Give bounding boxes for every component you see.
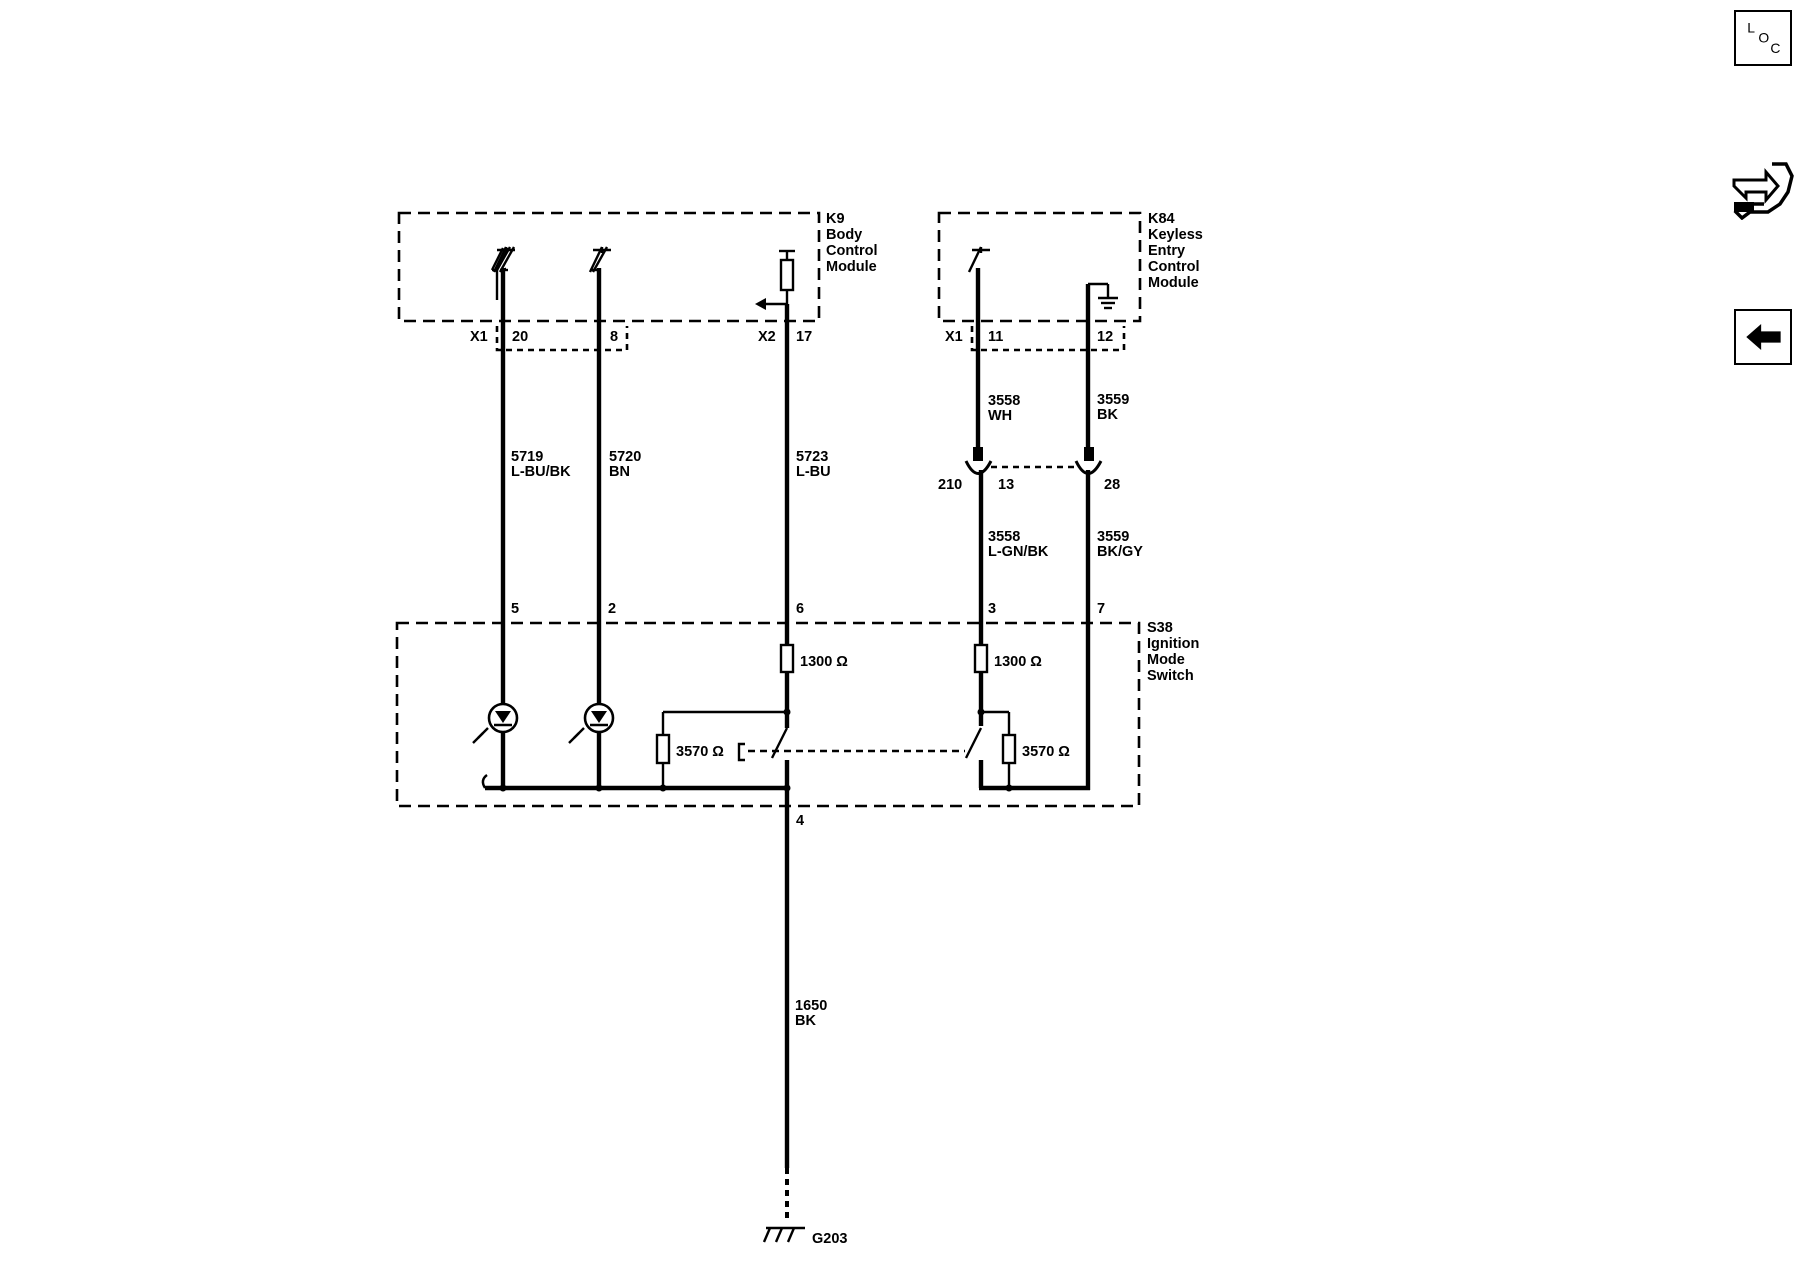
k84-pin-11: 11 xyxy=(988,329,1003,345)
s38-pin-5: 5 xyxy=(511,601,519,617)
wire-5720-circuit: 5720 xyxy=(609,449,641,465)
back-button[interactable] xyxy=(1734,309,1792,365)
wire-5723-color: L-BU xyxy=(796,464,831,480)
resistor-left-series-value: 1300 Ω xyxy=(800,654,848,670)
connector-wrench-icon[interactable] xyxy=(1728,158,1796,221)
k84-name-3: Control xyxy=(1148,259,1200,275)
loc-letter-c: C xyxy=(1770,40,1780,56)
k9-x1-label: X1 xyxy=(470,329,488,345)
k9-name-3: Module xyxy=(826,259,877,275)
wire-5720-color: BN xyxy=(609,464,630,480)
k9-x2-label: X2 xyxy=(758,329,776,345)
wire-3558-bottom-circuit: 3558 xyxy=(988,529,1020,545)
wire-3558-bottom-color: L-GN/BK xyxy=(988,544,1049,560)
k9-name-1: Body xyxy=(826,227,862,243)
wire-3559-bottom-color: BK/GY xyxy=(1097,544,1143,560)
s38-ref: S38 xyxy=(1147,620,1173,636)
s38-ignition-mode-switch: S38 Ignition Mode Switch 5 2 6 3 7 4 130… xyxy=(395,601,1199,829)
s38-pin-4: 4 xyxy=(796,813,804,829)
s38-pin-6: 6 xyxy=(796,601,804,617)
k84-ref: K84 xyxy=(1148,211,1175,227)
wire-1650-circuit: 1650 xyxy=(795,998,827,1014)
k84-pin-12: 12 xyxy=(1097,329,1113,345)
k84-internal-ground-icon xyxy=(1086,282,1118,310)
s38-pin-2: 2 xyxy=(608,601,616,617)
k84-name-4: Module xyxy=(1148,275,1199,291)
k9-pin-20: 20 xyxy=(512,329,528,345)
s38-pin-7: 7 xyxy=(1097,601,1105,617)
led-indicator-icon-left xyxy=(472,702,519,744)
wire-3558-top-circuit: 3558 xyxy=(988,393,1020,409)
wire-3559-bottom-circuit: 3559 xyxy=(1097,529,1129,545)
ground-label: G203 xyxy=(812,1231,847,1247)
k9-pullup-pin17 xyxy=(755,249,795,310)
wire-5723-circuit: 5723 xyxy=(796,449,828,465)
k9-ref: K9 xyxy=(826,211,845,227)
resistor-right-parallel-value: 3570 Ω xyxy=(1022,744,1070,760)
wire-5719-circuit: 5719 xyxy=(511,449,543,465)
s38-name-1: Ignition xyxy=(1147,636,1199,652)
k9-body-control-module: K9 Body Control Module xyxy=(397,211,878,352)
inline-connector-210: 210 13 28 xyxy=(938,447,1120,493)
wire-5719-color: L-BU/BK xyxy=(511,464,571,480)
k84-name-1: Keyless xyxy=(1148,227,1203,243)
k84-x1-connector xyxy=(970,326,1126,352)
k84-name-2: Entry xyxy=(1148,243,1185,259)
k84-keyless-entry-control-module: K84 Keyless Entry Control Module X1 11 1… xyxy=(937,211,1203,352)
k84-x1-label: X1 xyxy=(945,329,963,345)
inline-pin-13: 13 xyxy=(998,477,1014,493)
k9-pin-8: 8 xyxy=(610,329,618,345)
loc-button[interactable]: L O C xyxy=(1734,10,1792,66)
resistor-left-parallel-value: 3570 Ω xyxy=(676,744,724,760)
wire-3558-top-color: WH xyxy=(988,408,1012,424)
inline-connector-label: 210 xyxy=(938,477,962,493)
s38-pin-3: 3 xyxy=(988,601,996,617)
resistor-right-series-value: 1300 Ω xyxy=(994,654,1042,670)
ground-g203: G203 xyxy=(762,1168,847,1247)
k9-x1-connector xyxy=(495,326,629,352)
loc-letter-o: O xyxy=(1758,30,1769,46)
s38-name-2: Mode xyxy=(1147,652,1185,668)
led-indicator-icon-right xyxy=(568,702,615,744)
k9-name-2: Control xyxy=(826,243,878,259)
inline-pin-28: 28 xyxy=(1104,477,1120,493)
wire-3559-top-color: BK xyxy=(1097,407,1118,423)
s38-name-3: Switch xyxy=(1147,668,1194,684)
loc-letter-l: L xyxy=(1747,19,1755,35)
wire-3559-top-circuit: 3559 xyxy=(1097,392,1129,408)
back-arrow-icon xyxy=(1746,324,1781,350)
k9-pin-17: 17 xyxy=(796,329,812,345)
wire-1650-color: BK xyxy=(795,1013,816,1029)
